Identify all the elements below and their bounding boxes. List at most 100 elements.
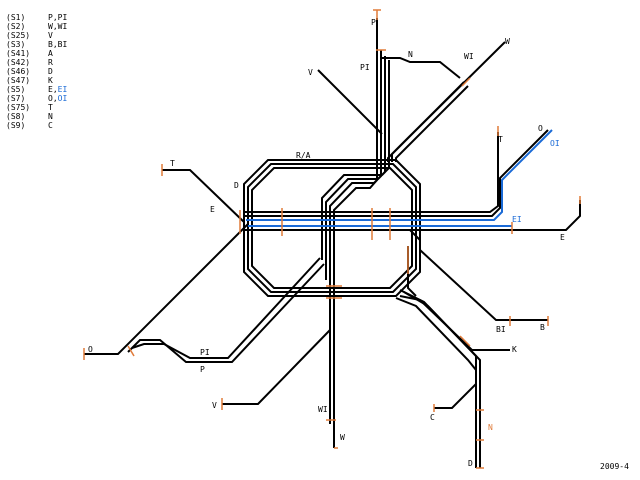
s1-sw-track-2	[131, 257, 321, 359]
label-wi-south: WI	[318, 405, 328, 414]
label-t-west: T	[170, 159, 175, 168]
label-e-west: E	[210, 205, 215, 214]
s75-west-track	[162, 169, 245, 223]
label-bi-se: BI	[496, 325, 506, 334]
s1-sw-track	[127, 263, 325, 363]
legend-row: (S42)R	[6, 58, 53, 67]
legend-route: C	[48, 121, 53, 130]
label-w-ne: W	[505, 37, 510, 46]
legend-route: EI	[57, 85, 68, 94]
legend-route: K	[48, 76, 53, 85]
terminus-ticks	[83, 9, 581, 469]
legend-route: ,	[52, 22, 58, 31]
s7-east-blue-track	[246, 129, 553, 221]
legend-route: BI	[57, 40, 68, 49]
s46-south-track	[403, 291, 477, 468]
legend-route: ,	[52, 13, 58, 22]
legend-line-id: (S46)	[6, 67, 31, 76]
legend-route: T	[48, 103, 53, 112]
legend-route: E	[48, 85, 53, 94]
legend-route: V	[48, 31, 53, 40]
s2-ne-track-3	[387, 41, 506, 162]
legend-route: ,	[52, 94, 58, 103]
legend-row: (S2) W,WI	[6, 22, 67, 31]
s2-ne-track-2	[395, 85, 469, 162]
label-t-east: T	[498, 135, 503, 144]
legend-route: B	[48, 40, 53, 49]
legend-line-id: (S47)	[6, 76, 31, 85]
legend-line-id: (S8)	[6, 112, 26, 121]
label-o-west: O	[88, 345, 93, 354]
legend-route: ,	[52, 40, 58, 49]
legend-row: (S46) D	[6, 67, 53, 76]
label-p-north: P	[371, 18, 376, 27]
label-oi-east: OI	[550, 139, 560, 148]
s25-nw-track	[317, 69, 383, 135]
legend-route: OI	[57, 94, 68, 103]
legend-route: D	[48, 67, 53, 76]
s8-south-track	[399, 289, 481, 468]
ring-track-outer	[243, 159, 421, 297]
s5-east-track-2	[244, 200, 581, 231]
s25-sw-track	[222, 329, 331, 405]
label-n-north: N	[408, 50, 413, 59]
s3-se-track	[409, 229, 548, 321]
legend-line-id: (S3)	[6, 40, 26, 49]
s5-east-track	[244, 132, 499, 213]
legend-row: (S7) O,OI	[6, 94, 67, 103]
label-o-east: O	[538, 124, 543, 133]
legend-route: WI	[57, 22, 68, 31]
legend-row: (S47) K	[6, 76, 53, 85]
legend-route: W	[48, 22, 53, 31]
label-n-south: N	[488, 423, 493, 432]
label-k-se: K	[512, 345, 517, 354]
legend-line-id: (S25)	[6, 31, 31, 40]
label-v-nw: V	[308, 68, 313, 77]
legend-route: A	[48, 49, 53, 58]
s9-south-track	[395, 297, 477, 409]
legend-row: (S41)A	[6, 49, 53, 58]
legend-row: (S75) T	[6, 103, 53, 112]
legend-row: (S25) V	[6, 31, 53, 40]
s2-branch-track	[321, 60, 390, 260]
label-w-south: W	[340, 433, 345, 442]
label-c-south: C	[430, 413, 435, 422]
legend-row: (S3) B,BI	[6, 40, 67, 49]
route-labels: P PI N WI W V R/A T D E T O OI EI E BI B…	[88, 18, 565, 468]
tracks	[84, 18, 581, 468]
ring-track-middle	[247, 163, 417, 293]
tick-s2-ne	[461, 77, 471, 87]
label-d-west: D	[234, 181, 239, 190]
s7-west-track	[84, 223, 249, 355]
label-ring: R/A	[296, 151, 311, 160]
tick-pi-sw	[127, 345, 135, 357]
legend-line-id: (S2)	[6, 22, 26, 31]
blue-tracks	[246, 129, 553, 227]
s8-north-track	[381, 57, 461, 79]
label-e-east: E	[560, 233, 565, 242]
s7-black-track	[244, 129, 549, 217]
label-pi-sw: PI	[200, 348, 210, 357]
legend-line-id: (S5)	[6, 85, 26, 94]
label-pi-north: PI	[360, 63, 370, 72]
legend-line-id: (S75)	[6, 103, 31, 112]
legend-row: (S8) N	[6, 112, 53, 121]
legend-route: ,	[52, 85, 58, 94]
label-b-se: B	[540, 323, 545, 332]
legend-route: N	[48, 112, 53, 121]
map-version: 2009-4	[600, 462, 629, 471]
label-d-south: D	[468, 459, 473, 468]
legend-row: (S1)P,PI	[6, 13, 67, 22]
label-ei-east: EI	[512, 215, 522, 224]
legend-route: PI	[57, 13, 68, 22]
legend-line-id: (S7)	[6, 94, 26, 103]
tick-k-se	[459, 335, 471, 347]
legend-row: (S9) C	[6, 121, 53, 130]
s2-north-track	[329, 50, 382, 424]
legend-line-id: (S9)	[6, 121, 26, 130]
label-wi-ne: WI	[464, 52, 474, 61]
legend-route: O	[48, 94, 53, 103]
s7-east-track	[244, 129, 549, 217]
